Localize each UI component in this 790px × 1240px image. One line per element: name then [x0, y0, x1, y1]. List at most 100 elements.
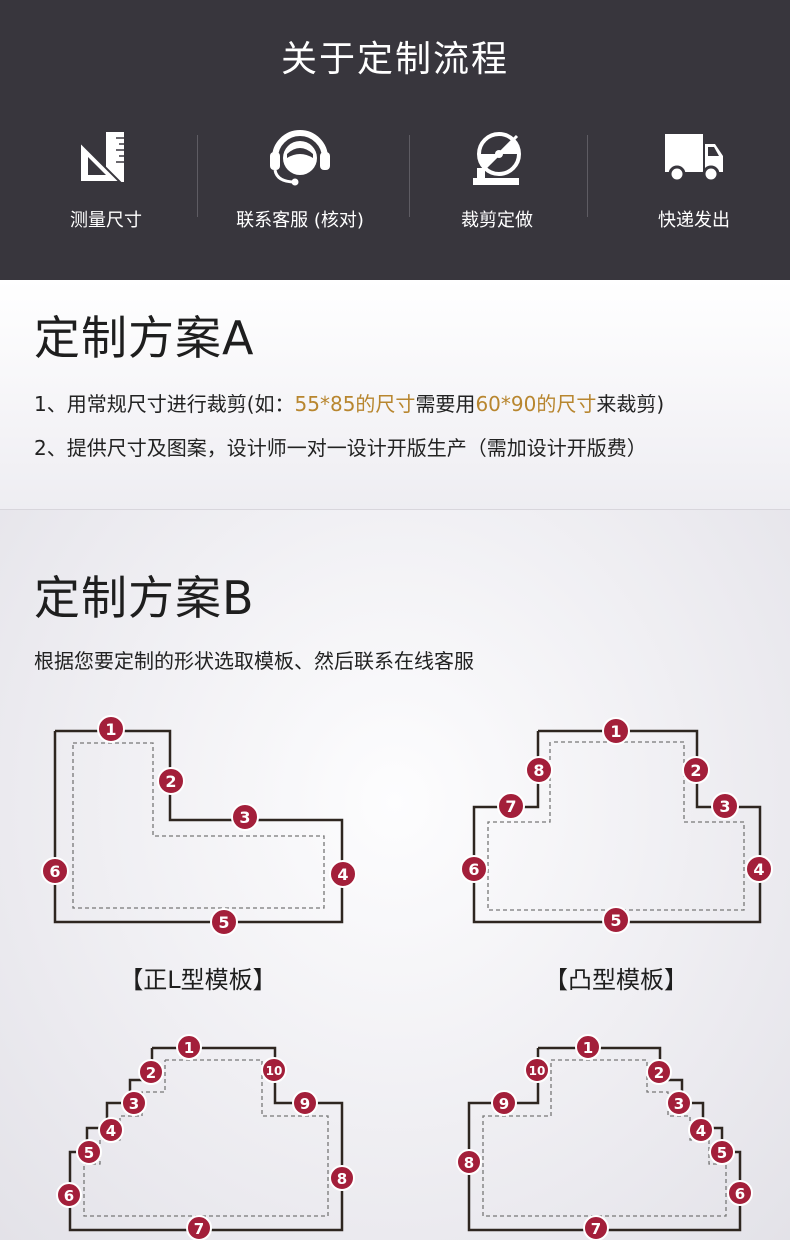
side-badge: 6 [727, 1180, 753, 1206]
side-badge: 10 [524, 1057, 550, 1083]
process-header: 关于定制流程 测量尺寸 联系客服 (核对) [0, 0, 790, 280]
side-badge: 3 [231, 803, 259, 831]
side-badge: 1 [575, 1034, 601, 1060]
triangle-ruler-icon [79, 132, 124, 183]
side-badge: 1 [602, 717, 630, 745]
svg-text:7: 7 [194, 1220, 204, 1238]
side-badge: 7 [583, 1215, 609, 1240]
svg-text:3: 3 [129, 1095, 139, 1113]
svg-text:3: 3 [239, 808, 250, 827]
svg-text:4: 4 [696, 1122, 706, 1140]
step-label: 裁剪定做 [461, 210, 533, 231]
template-label-l: 【正L型模板】 [119, 966, 277, 994]
svg-text:6: 6 [49, 862, 60, 881]
side-badge: 5 [709, 1139, 735, 1165]
plan-a-line-1: 1、用常规尺寸进行裁剪(如：55*85的尺寸需要用60*90的尺寸来裁剪) [34, 388, 664, 417]
side-badge: 3 [666, 1090, 692, 1116]
cutting-machine-icon [473, 132, 521, 185]
svg-text:3: 3 [674, 1095, 684, 1113]
svg-text:4: 4 [106, 1122, 116, 1140]
side-badge: 3 [711, 792, 739, 820]
svg-text:8: 8 [464, 1154, 474, 1172]
side-badge: 4 [688, 1117, 714, 1143]
svg-text:9: 9 [499, 1095, 509, 1113]
svg-text:4: 4 [753, 860, 764, 879]
side-badge: 6 [41, 857, 69, 885]
plan-b-title: 定制方案B [34, 571, 255, 625]
svg-text:5: 5 [84, 1144, 94, 1162]
template-l-shape[interactable] [53, 729, 344, 924]
svg-text:6: 6 [64, 1187, 74, 1205]
svg-text:1: 1 [184, 1039, 194, 1057]
side-badge: 6 [56, 1182, 82, 1208]
side-badge: 10 [261, 1057, 287, 1083]
line-text: 需要用 [415, 392, 476, 416]
svg-text:3: 3 [719, 797, 730, 816]
plan-a-title: 定制方案A [34, 311, 255, 365]
side-badge: 8 [525, 756, 553, 784]
svg-text:5: 5 [717, 1144, 727, 1162]
step-contact: 联系客服 (核对) [200, 128, 400, 232]
step-measure: 测量尺寸 [6, 128, 206, 232]
svg-text:7: 7 [505, 797, 516, 816]
step-label: 测量尺寸 [70, 210, 142, 231]
plan-a-line-2: 2、提供尺寸及图案，设计师一对一设计开版生产（需加设计开版费） [34, 436, 647, 460]
line-text: 来裁剪) [596, 392, 665, 416]
side-badge: 3 [121, 1090, 147, 1116]
divider [587, 135, 588, 217]
svg-text:1: 1 [105, 720, 116, 739]
side-badge: 8 [329, 1165, 355, 1191]
svg-text:8: 8 [533, 761, 544, 780]
step-label: 快递发出 [658, 210, 730, 231]
side-badge: 1 [97, 715, 125, 743]
section-divider [0, 509, 790, 510]
svg-text:8: 8 [337, 1170, 347, 1188]
svg-text:10: 10 [529, 1064, 546, 1078]
svg-text:1: 1 [610, 722, 621, 741]
template-convex-shape[interactable] [472, 729, 762, 924]
plan-b-subtitle: 根据您要定制的形状选取模板、然后联系在线客服 [34, 649, 474, 673]
headset-service-icon [270, 130, 330, 186]
side-badge: 7 [497, 792, 525, 820]
side-badge: 8 [456, 1149, 482, 1175]
side-badge: 4 [745, 855, 773, 883]
step-ship: 快递发出 [594, 128, 790, 232]
svg-text:7: 7 [591, 1220, 601, 1238]
divider [409, 135, 410, 217]
step-label: 联系客服 (核对) [236, 210, 364, 231]
svg-text:4: 4 [337, 865, 348, 884]
svg-text:2: 2 [654, 1064, 664, 1082]
svg-text:2: 2 [146, 1064, 156, 1082]
side-badge: 9 [491, 1090, 517, 1116]
svg-text:2: 2 [165, 772, 176, 791]
divider [197, 135, 198, 217]
side-badge: 7 [186, 1215, 212, 1240]
svg-text:6: 6 [468, 860, 479, 879]
side-badge: 4 [329, 860, 357, 888]
svg-text:5: 5 [218, 913, 229, 932]
plan-a-section [0, 280, 790, 510]
delivery-truck-icon [665, 134, 723, 183]
template-label-convex: 【凸型模板】 [544, 966, 688, 994]
step-cut: 裁剪定做 [397, 128, 597, 232]
highlight-size: 55*85的尺寸 [294, 392, 416, 416]
side-badge: 2 [138, 1059, 164, 1085]
svg-text:9: 9 [300, 1095, 310, 1113]
svg-text:1: 1 [583, 1039, 593, 1057]
side-badge: 4 [98, 1117, 124, 1143]
svg-text:10: 10 [266, 1064, 283, 1078]
side-badge: 5 [602, 906, 630, 934]
side-badge: 5 [210, 908, 238, 936]
side-badge: 6 [460, 855, 488, 883]
side-badge: 2 [157, 767, 185, 795]
side-badge: 2 [682, 756, 710, 784]
side-badge: 9 [292, 1090, 318, 1116]
side-badge: 2 [646, 1059, 672, 1085]
side-badge: 5 [76, 1139, 102, 1165]
line-text: 1、用常规尺寸进行裁剪(如： [34, 392, 295, 416]
side-badge: 1 [176, 1034, 202, 1060]
plan-b-section [0, 510, 790, 1240]
svg-text:6: 6 [735, 1185, 745, 1203]
highlight-size: 60*90的尺寸 [475, 392, 597, 416]
